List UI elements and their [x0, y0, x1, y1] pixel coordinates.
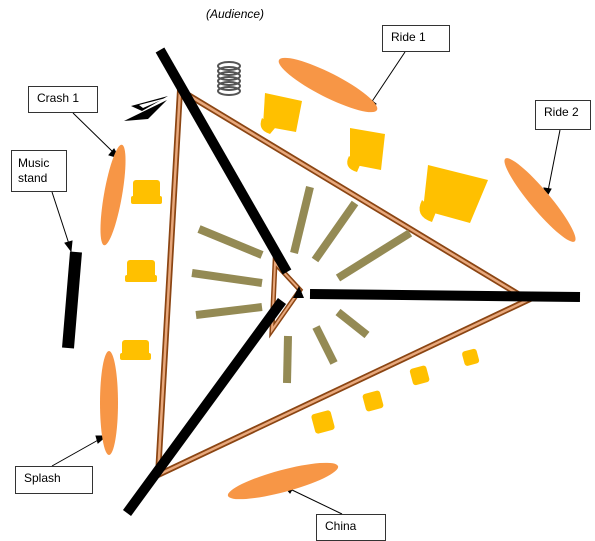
spoke: [191, 269, 263, 287]
pad-left-2: [125, 260, 157, 282]
ride2-pointer: [547, 129, 561, 192]
music-stand-pointer-arrow: [64, 240, 73, 253]
ride1-cymbal: [278, 57, 378, 113]
spokes: [191, 186, 413, 384]
pad-small: [311, 410, 335, 434]
music-stand: [62, 251, 82, 349]
beam-top-left: [155, 47, 292, 275]
toms: [260, 93, 488, 223]
crash1-label: Crash 1: [28, 86, 98, 113]
spoke: [312, 325, 338, 365]
crash1-cymbal: [100, 144, 126, 246]
crash1-pointer: [72, 112, 115, 154]
ride1-pointer: [370, 51, 406, 104]
riser-outline-highlight: [156, 87, 531, 478]
china-label: China: [316, 514, 386, 541]
drummer-marker: [293, 286, 304, 298]
cymbals: [100, 57, 576, 500]
pads: [120, 180, 480, 434]
tom-3: [419, 165, 488, 223]
audience-label: (Audience): [206, 7, 265, 21]
pedal-icon: [124, 96, 168, 121]
spoke: [335, 308, 370, 339]
china-cymbal: [227, 462, 339, 500]
spoke: [311, 200, 359, 263]
spoke: [335, 229, 413, 282]
pad-small: [362, 390, 384, 412]
pad-small: [462, 348, 480, 366]
tom-2: [347, 128, 385, 172]
ride2-cymbal: [504, 158, 576, 242]
stands: [62, 47, 581, 516]
pad-small: [409, 365, 430, 386]
hihat-spring-icon: [217, 61, 241, 96]
spoke: [195, 303, 263, 319]
beam-bottom-left: [122, 298, 287, 516]
spoke: [290, 186, 314, 254]
spoke: [283, 335, 292, 384]
beam-right: [309, 289, 581, 302]
pad-left-1: [131, 180, 162, 204]
splash-cymbal: [100, 351, 118, 455]
tom-1: [260, 93, 302, 134]
inner-riser-highlight: [270, 260, 302, 334]
china-pointer: [289, 488, 343, 515]
music-stand-pointer: [51, 191, 70, 245]
ride1-label: Ride 1: [382, 25, 450, 52]
music-stand-label: Music stand: [11, 150, 67, 192]
pad-left-3: [120, 340, 151, 360]
ride2-label: Ride 2: [535, 100, 591, 130]
spoke: [197, 225, 264, 259]
splash-pointer: [51, 438, 101, 467]
splash-label: Splash: [15, 466, 93, 494]
